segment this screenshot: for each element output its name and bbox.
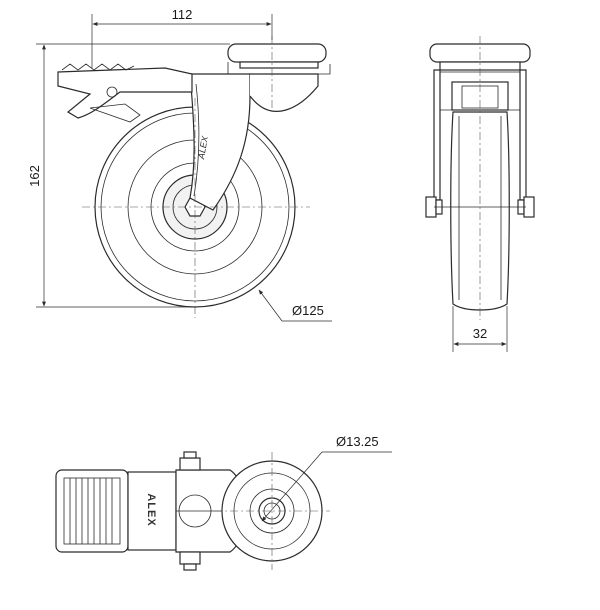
dim-height-label: 162 bbox=[27, 165, 42, 187]
dim-wheel-diameter-label: Ø125 bbox=[292, 303, 324, 318]
dim-wheel-width-label: 32 bbox=[473, 326, 487, 341]
side-view: ALEX 112 162 Ø125 bbox=[27, 7, 332, 322]
fork-bracket bbox=[189, 73, 319, 211]
dim-bolt-hole-label: Ø13.25 bbox=[336, 434, 379, 449]
front-view: 32 bbox=[425, 36, 535, 352]
brand-plate-text: ALEX bbox=[145, 493, 157, 526]
top-view: ALEX Ø13.25 bbox=[55, 434, 392, 571]
top-plate bbox=[227, 43, 327, 69]
bracket-logo-text: ALEX bbox=[196, 134, 210, 160]
dim-top-width-label: 112 bbox=[172, 7, 193, 22]
brake-pedal bbox=[57, 63, 193, 123]
pedal-ribs bbox=[69, 478, 113, 544]
